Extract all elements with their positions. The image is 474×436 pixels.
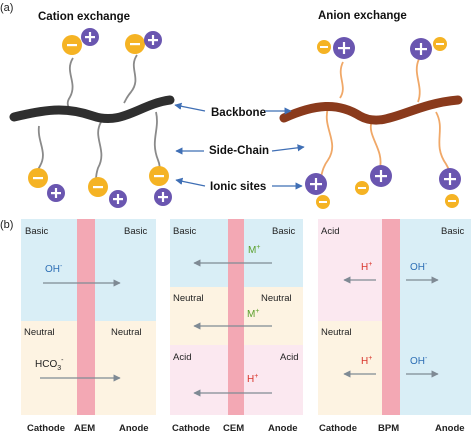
side-chain: [369, 119, 382, 169]
side-chain-arrow-right: [271, 144, 305, 152]
bpm-ion-h-2: H+: [361, 355, 372, 367]
bpm-cell: Acid Basic H+ OH- Neutral H+ OH- Cathode…: [318, 219, 471, 434]
bpm-top-right-label: Basic: [441, 226, 464, 237]
bpm-neutral-region: [318, 321, 382, 415]
cem-bot-right-label: Acid: [280, 352, 298, 363]
aem-top-right-label: Basic: [124, 226, 147, 237]
cem-anode-label: Anode: [268, 423, 298, 434]
cem-ion-m-1: M+: [248, 244, 260, 256]
panel-a-letter: (a): [0, 2, 13, 14]
aem-membrane-label: AEM: [74, 423, 95, 434]
side-chain: [95, 121, 103, 181]
bpm-top-left-label: Acid: [321, 226, 339, 237]
ionic-sites-arrow-left: [175, 177, 206, 187]
bpm-ion-oh-2: OH-: [410, 355, 428, 367]
aem-cathode-label: Cathode: [27, 423, 65, 434]
backbone-label: Backbone: [211, 107, 266, 119]
ionic-sites-label: Ionic sites: [210, 181, 266, 193]
aem-top-left-label: Basic: [25, 226, 48, 237]
bpm-mid-left-label: Neutral: [321, 327, 352, 338]
cem-membrane: [228, 219, 244, 415]
cem-cell: Basic Basic M+ Neutral Neutral M+ Acid A…: [170, 219, 303, 434]
cem-cathode-label: Cathode: [172, 423, 210, 434]
aem-mid-left-label: Neutral: [24, 327, 55, 338]
aem-cell: Basic Basic OH- Neutral Neutral HCO3- Ca…: [21, 219, 156, 434]
side-chain-label: Side-Chain: [209, 145, 269, 157]
bpm-basic-region: [400, 219, 471, 415]
cem-membrane-label: CEM: [223, 423, 244, 434]
bpm-anode-label: Anode: [435, 423, 465, 434]
side-chain: [339, 61, 344, 99]
cem-mid-left-label: Neutral: [173, 293, 204, 304]
panel-b: (b) Basic Basic OH- Neutral Neutral HCO3…: [0, 219, 471, 434]
panel-b-letter: (b): [0, 219, 13, 231]
aem-membrane: [77, 219, 95, 415]
cem-bot-left-label: Acid: [173, 352, 191, 363]
side-chain: [435, 111, 451, 177]
anion-ionic-sites: [305, 37, 461, 209]
bpm-acid-region: [318, 219, 382, 321]
bpm-cathode-label: Cathode: [319, 423, 357, 434]
bpm-ion-oh-1: OH-: [410, 261, 428, 273]
cem-top-right-label: Basic: [272, 226, 295, 237]
side-chain: [66, 57, 74, 111]
aem-ion-hco3: HCO3-: [35, 357, 64, 372]
backbone-arrow-left: [174, 102, 206, 112]
cation-exchange-title: Cation exchange: [38, 11, 130, 23]
cation-backbone: [9, 95, 175, 124]
side-chain: [319, 107, 334, 181]
side-chain: [415, 58, 421, 103]
aem-ion-oh: OH-: [45, 263, 63, 275]
aem-mid-right-label: Neutral: [111, 327, 142, 338]
side-chain: [153, 111, 161, 173]
cem-ion-m-2: M+: [247, 308, 259, 320]
aem-anode-label: Anode: [119, 423, 149, 434]
anion-exchange-title: Anion exchange: [318, 10, 407, 22]
cem-ion-h: H+: [247, 373, 258, 385]
cem-top-left-label: Basic: [173, 226, 196, 237]
panel-a-labels: Backbone Side-Chain Ionic sites: [174, 102, 305, 193]
bpm-membrane-label: BPM: [378, 423, 399, 434]
side-chain: [123, 54, 138, 104]
bpm-ion-h-1: H+: [361, 261, 372, 273]
cation-ionic-sites: [28, 28, 172, 208]
cem-mid-right-label: Neutral: [261, 293, 292, 304]
bpm-membrane: [382, 219, 400, 415]
anion-backbone: [279, 95, 463, 125]
panel-a: (a) Cation exchange Anion exchange: [0, 2, 463, 209]
